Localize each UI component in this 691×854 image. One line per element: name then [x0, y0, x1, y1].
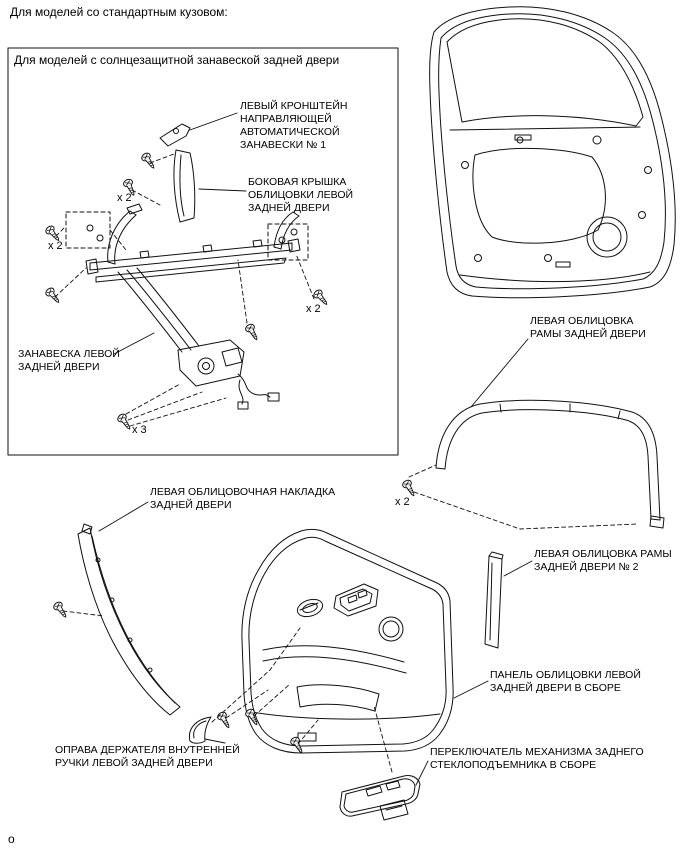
- curtain-box-border: [7, 47, 399, 456]
- label-curtain-bracket: ЛЕВЫЙ КРОНШТЕЙН НАПРАВЛЯЮЩЕЙ АВТОМАТИЧЕС…: [240, 100, 348, 152]
- screw-icon: [243, 322, 262, 343]
- handle-bezel-part: [188, 716, 212, 744]
- curtain-assembly-drawing: [65, 123, 309, 410]
- right-guide-rail-part: [273, 211, 300, 250]
- curtain-motor-part: [177, 339, 280, 410]
- leader-lines-box: [113, 112, 247, 355]
- screw-icon: [243, 707, 262, 728]
- curtain-fabric-part: [117, 267, 200, 353]
- count-screws-side-cover: x 2: [117, 192, 132, 204]
- screw-icon: [215, 710, 234, 731]
- screw-icon: [115, 412, 135, 433]
- dashed-lines-box: [54, 153, 315, 427]
- count-screws-motor: x 3: [132, 424, 147, 436]
- label-frame-trim-2: ЛЕВАЯ ОБЛИЦОВКА РАМЫ ЗАДНЕЙ ДВЕРИ № 2: [534, 548, 672, 574]
- label-side-cover: БОКОВАЯ КРЫШКА ОБЛИЦОВКИ ЛЕВОЙ ЗАДНЕЙ ДВ…: [248, 176, 354, 215]
- label-curtain: ЗАНАВЕСКА ЛЕВОЙ ЗАДНЕЙ ДВЕРИ: [18, 348, 120, 374]
- curtain-bracket-part: [159, 123, 191, 147]
- screw-icon: [43, 285, 63, 306]
- leader-frame-trim-2: [503, 560, 533, 577]
- dashed-locator-right: [267, 223, 309, 261]
- trim-pad-part: [77, 523, 181, 716]
- count-screws-rail-right: x 2: [306, 303, 321, 315]
- left-guide-rail-part: [107, 203, 143, 265]
- page-mark: o: [8, 832, 15, 846]
- leader-panel: [453, 680, 489, 699]
- rear-door-frame-drawing: [429, 6, 676, 299]
- top-note: Для моделей со стандартным кузовом:: [10, 5, 228, 19]
- count-screws-frame-trim: x 2: [395, 496, 410, 508]
- leader-handle-bezel: [204, 738, 226, 744]
- dashed-locator-left: [65, 211, 111, 249]
- count-screws-rail-left: x 2: [48, 240, 63, 252]
- label-handle-frame: ОПРАВА ДЕРЖАТЕЛЯ ВНУТРЕННЕЙ РУЧКИ ЛЕВОЙ …: [55, 744, 240, 770]
- curtain-box-title: Для моделей с солнцезащитной занавеской …: [14, 53, 340, 67]
- dashed-lines-panel: [211, 627, 319, 745]
- label-frame-trim: ЛЕВАЯ ОБЛИЦОВКА РАМЫ ЗАДНЕЙ ДВЕРИ: [530, 315, 646, 341]
- dashed-line-trim-pad: [62, 610, 105, 617]
- frame-trim-part: [435, 399, 665, 529]
- frame-trim-2-part: [484, 551, 504, 649]
- label-panel: ПАНЕЛЬ ОБЛИЦОВКИ ЛЕВОЙ ЗАДНЕЙ ДВЕРИ В СБ…: [490, 669, 641, 695]
- side-cover-part: [173, 149, 196, 223]
- leader-switch: [415, 760, 429, 786]
- curtain-rail-part: [85, 238, 301, 283]
- label-switch: ПЕРЕКЛЮЧАТЕЛЬ МЕХАНИЗМА ЗАДНЕГО СТЕКЛОПО…: [430, 746, 644, 772]
- leader-frame-trim: [470, 338, 529, 408]
- screw-icon: [139, 151, 159, 172]
- screw-icon: [51, 600, 71, 621]
- window-switch-part: [339, 775, 421, 821]
- dashed-line-switch: [373, 705, 393, 773]
- label-trim-pad: ЛЕВАЯ ОБЛИЦОВОЧНАЯ НАКЛАДКА ЗАДНЕЙ ДВЕРИ: [150, 486, 336, 512]
- door-trim-panel-part: [241, 528, 454, 754]
- leader-trim-pad: [98, 501, 149, 532]
- dashed-lines-frame-trim: [408, 464, 639, 530]
